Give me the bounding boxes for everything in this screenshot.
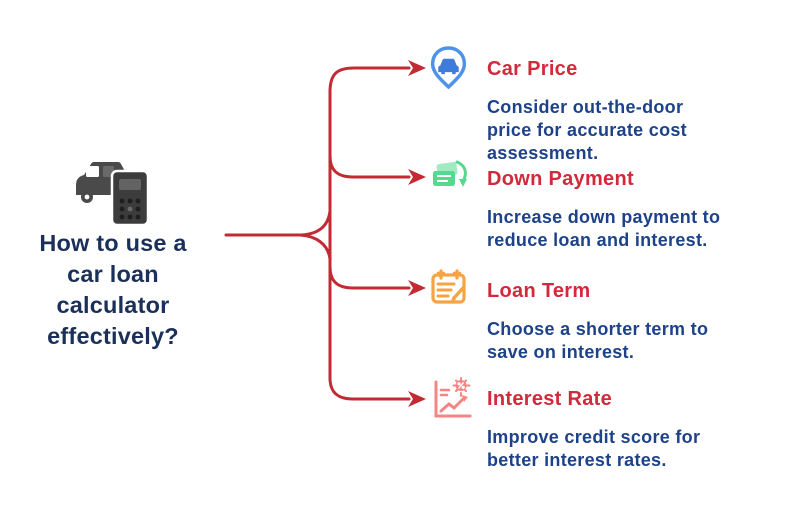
branch-description: Consider out-the-door price for accurate…	[487, 96, 767, 165]
description-line: better interest rates.	[487, 450, 667, 470]
rate-chart-icon	[434, 377, 472, 418]
car-location-pin-icon	[430, 46, 467, 89]
central-topic-title: How to use a car loan calculator effecti…	[2, 228, 224, 352]
description-line: Increase down payment to	[487, 207, 721, 227]
description-line: price for accurate cost	[487, 120, 687, 140]
money-cash-icon	[433, 160, 467, 187]
arrowhead-icon	[408, 391, 426, 407]
branch-title: Loan Term	[487, 280, 591, 302]
description-line: Consider out-the-door	[487, 97, 684, 117]
description-line: Choose a shorter term to	[487, 319, 709, 339]
topic-title-line: How to use a	[39, 230, 187, 256]
branch-title: Down Payment	[487, 168, 634, 190]
arrowhead-icon	[408, 60, 426, 76]
branch-description: Improve credit score for better interest…	[487, 426, 767, 472]
topic-title-line: calculator	[56, 292, 170, 318]
arrowhead-icon	[408, 169, 426, 185]
topic-title-line: car loan	[67, 261, 159, 287]
branch-description: Increase down payment to reduce loan and…	[487, 206, 767, 252]
topic-title-line: effectively?	[47, 323, 179, 349]
branch-title: Interest Rate	[487, 388, 613, 410]
car-calculator-icon	[76, 162, 150, 227]
arrowhead-icon	[408, 280, 426, 296]
description-line: assessment.	[487, 143, 599, 163]
branch-description: Choose a shorter term to save on interes…	[487, 318, 767, 364]
description-line: Improve credit score for	[487, 427, 701, 447]
description-line: reduce loan and interest.	[487, 230, 708, 250]
description-line: save on interest.	[487, 342, 635, 362]
branch-title: Car Price	[487, 58, 578, 80]
calendar-icon	[431, 269, 466, 304]
